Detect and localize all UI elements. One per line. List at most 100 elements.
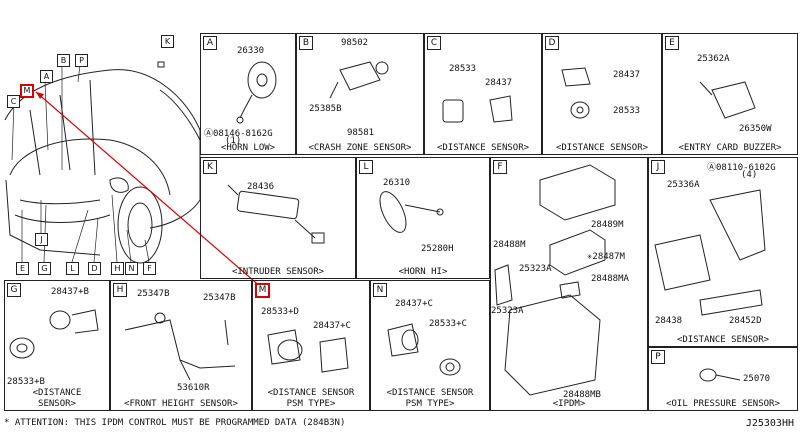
car-tag-d[interactable]: D (88, 262, 101, 275)
part-number: Ⓐ08110-6102G (707, 163, 776, 173)
highlight-leader-m (35, 91, 263, 289)
panel-k-intruder: K 28436 <INTRUDER SENSOR> (200, 157, 356, 279)
part-number: 53610R (177, 383, 210, 393)
car-tag-n[interactable]: N (125, 262, 138, 275)
panel-caption: <HORN HI> (398, 267, 448, 277)
car-tag-h[interactable]: H (111, 262, 124, 275)
panel-tag: E (665, 36, 679, 50)
part-number: 25347B (203, 293, 236, 303)
part-number: 28437+C (395, 299, 433, 309)
part-number: 25362A (697, 54, 730, 64)
panel-caption: <INTRUDER SENSOR> (231, 267, 325, 277)
panel-caption: <HORN LOW> (220, 143, 276, 153)
part-number: 28533 (613, 106, 641, 116)
part-qty: (1) (225, 136, 242, 146)
car-tag-f[interactable]: F (143, 262, 156, 275)
panel-tag: A (203, 36, 217, 50)
panel-tag: N (373, 283, 387, 297)
part-qty: (4) (741, 170, 758, 180)
part-number: 98502 (341, 38, 369, 48)
car-tag-k[interactable]: K (161, 35, 174, 48)
panel-tag: B (299, 36, 313, 50)
front-wheel (117, 186, 163, 264)
panel-tag: G (7, 283, 21, 297)
panel-tag: P (651, 350, 665, 364)
car-tag-c[interactable]: C (7, 95, 20, 108)
panel-e-entry-buzzer: E 25362A 26350W <ENTRY CARD BUZZER> (662, 33, 798, 155)
part-number: 28488M (493, 240, 526, 250)
part-number: 28533+B (7, 377, 45, 387)
car-hood-outline (4, 69, 201, 229)
panel-caption: <DISTANCE SENSOR> (676, 335, 770, 345)
part-number: 26350W (739, 124, 772, 134)
part-number: 25336A (667, 180, 700, 190)
panel-n-distance-psm: N 28437+C 28533+C <DISTANCE SENSOR PSM T… (370, 280, 490, 411)
panel-caption: <DISTANCE SENSOR> (436, 143, 530, 153)
part-number: 28437 (613, 70, 641, 80)
part-number: 28488MB (563, 390, 601, 400)
panel-caption-line2: PSM TYPE> (286, 399, 336, 409)
car-tag-p[interactable]: P (75, 54, 88, 67)
car-tag-a[interactable]: A (40, 70, 53, 83)
part-number: 25280H (421, 244, 454, 254)
part-number: 25347B (137, 289, 170, 299)
panel-caption-line1: <DISTANCE SENSOR (267, 388, 355, 398)
car-tag-b[interactable]: B (57, 54, 70, 67)
panel-l-horn-hi: L 26310 25280H <HORN HI> (356, 157, 490, 279)
part-number: 28489M (591, 220, 624, 230)
panel-caption: <FRONT HEIGHT SENSOR> (124, 399, 238, 409)
panel-d-distance: D 28437 28533 <DISTANCE SENSOR> (542, 33, 662, 155)
part-number: Ⓐ08146-8162G (204, 129, 273, 139)
panel-f-ipdm: F 28489M 28488M 25323A ✳28487M 28488MA 2… (490, 157, 648, 411)
car-tag-g[interactable]: G (38, 262, 51, 275)
panel-caption-line1: <DISTANCE (32, 388, 82, 398)
part-number: 26330 (237, 46, 265, 56)
car-tag-m[interactable]: M (20, 84, 34, 98)
part-k-small (157, 61, 165, 68)
panel-caption-line1: <DISTANCE SENSOR (386, 388, 474, 398)
panel-tag: L (359, 160, 373, 174)
attention-footnote: * ATTENTION: THIS IPDM CONTROL MUST BE P… (4, 418, 346, 428)
panel-tag: K (203, 160, 217, 174)
panel-m-distance-psm: M 28533+D 28437+C <DISTANCE SENSOR PSM T… (252, 280, 370, 411)
part-number: 98581 (347, 128, 375, 138)
part-number: 28437+B (51, 287, 89, 297)
part-number: 28438 (655, 316, 683, 326)
part-number: 28533+C (429, 319, 467, 329)
part-number: 28437 (485, 78, 513, 88)
panel-p-oil-pressure: P 25070 <OIL PRESSURE SENSOR> (648, 347, 798, 411)
car-tag-l[interactable]: L (66, 262, 79, 275)
panel-tag: D (545, 36, 559, 50)
panel-j-distance: J Ⓐ08110-6102G (4) 25336A 28438 28452D <… (648, 157, 798, 347)
part-number: 28533+D (261, 307, 299, 317)
panel-tag: J (651, 160, 665, 174)
panel-tag: C (427, 36, 441, 50)
part-number: ✳28487M (587, 252, 625, 262)
part-number: 25323A (519, 264, 552, 274)
panel-caption-line2: PSM TYPE> (405, 399, 455, 409)
part-number: 28437+C (313, 321, 351, 331)
part-number: 25385B (309, 104, 342, 114)
panel-caption: <IPDM> (552, 399, 586, 409)
panel-caption: <ENTRY CARD BUZZER> (678, 143, 782, 153)
panel-g-distance: G 28437+B 28533+B <DISTANCE SENSOR> (4, 280, 110, 411)
panel-caption: <OIL PRESSURE SENSOR> (666, 399, 780, 409)
panel-tag: H (113, 283, 127, 297)
part-number: 28452D (729, 316, 762, 326)
panel-caption-line2: SENSOR> (38, 399, 76, 409)
part-number: 28436 (247, 182, 275, 192)
part-number: 28533 (449, 64, 477, 74)
panel-caption: <DISTANCE SENSOR> (555, 143, 649, 153)
car-tag-j[interactable]: J (35, 233, 48, 246)
part-number: 28488MA (591, 274, 629, 284)
panel-h-front-height: H 25347B 25347B 53610R <FRONT HEIGHT SEN… (110, 280, 252, 411)
panel-tag: M (255, 283, 270, 298)
diagram-code: J25303HH (745, 418, 794, 429)
part-number: 25323A (491, 306, 524, 316)
car-tag-e[interactable]: E (16, 262, 29, 275)
panel-c-distance: C 28533 28437 <DISTANCE SENSOR> (424, 33, 542, 155)
panel-b-crash-zone: B 98502 25385B 98581 <CRASH ZONE SENSOR> (296, 33, 424, 155)
part-number: 26310 (383, 178, 411, 188)
panel-tag: F (493, 160, 507, 174)
